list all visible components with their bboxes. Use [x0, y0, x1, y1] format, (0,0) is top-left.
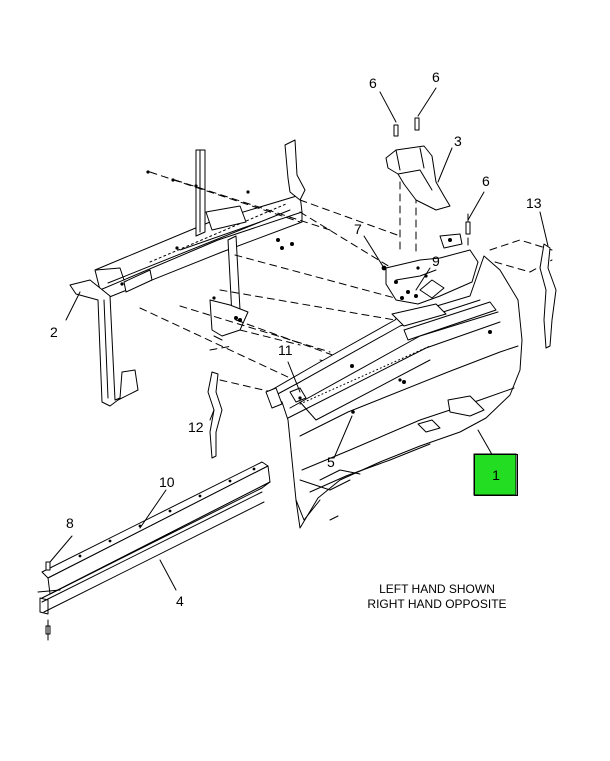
callout-6-right[interactable]: 6 [432, 69, 440, 85]
mounting-frame-bracket [69, 139, 306, 407]
callout-12[interactable]: 12 [188, 419, 204, 435]
orientation-note: LEFT HAND SHOWN RIGHT HAND OPPOSITE [352, 582, 522, 612]
trim-strip-left [207, 371, 223, 459]
callout-3[interactable]: 3 [454, 133, 462, 149]
top-bracket-part [385, 145, 451, 211]
callout-13[interactable]: 13 [526, 195, 542, 211]
callout-10[interactable]: 10 [159, 474, 175, 490]
callout-6-left[interactable]: 6 [369, 75, 377, 91]
callout-7[interactable]: 7 [354, 221, 362, 237]
callout-2[interactable]: 2 [50, 324, 58, 340]
callout-8[interactable]: 8 [66, 515, 74, 531]
callout-11[interactable]: 11 [278, 342, 293, 358]
callout-1-label: 1 [492, 467, 500, 483]
note-line-2: RIGHT HAND OPPOSITE [367, 597, 507, 611]
step-panel-assembly [265, 255, 523, 529]
note-line-1: LEFT HAND SHOWN [379, 582, 495, 596]
callout-1[interactable]: 1 [474, 454, 518, 496]
callout-9[interactable]: 9 [432, 253, 440, 269]
callout-6-lower[interactable]: 6 [482, 173, 490, 189]
callout-5[interactable]: 5 [327, 454, 335, 470]
leader-lines [49, 87, 549, 591]
trim-strip-right [539, 243, 557, 349]
step-rail-part [37, 461, 271, 615]
callout-4[interactable]: 4 [176, 593, 184, 609]
